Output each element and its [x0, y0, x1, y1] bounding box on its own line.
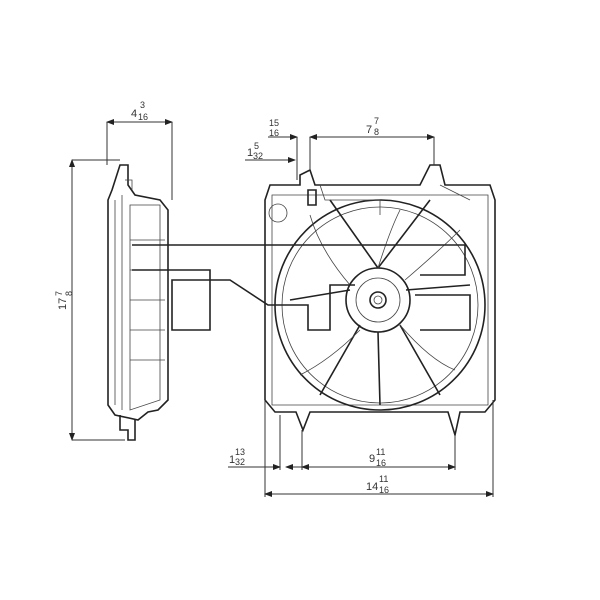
svg-text:1: 1 [247, 147, 253, 159]
dim-top-small: 1 5 32 [247, 141, 263, 161]
svg-text:11: 11 [376, 447, 385, 457]
dim-top-offset: 15 16 [269, 118, 279, 138]
svg-text:14: 14 [366, 481, 378, 493]
svg-text:16: 16 [376, 458, 386, 468]
svg-text:16: 16 [379, 485, 389, 495]
svg-text:16: 16 [269, 128, 279, 138]
dim-side-depth: 4 3 16 [131, 100, 148, 122]
svg-text:8: 8 [64, 291, 74, 296]
svg-text:16: 16 [138, 112, 148, 122]
section-line [132, 244, 471, 331]
svg-text:13: 13 [235, 447, 245, 457]
svg-text:7: 7 [374, 116, 379, 126]
svg-text:4: 4 [131, 108, 137, 120]
dim-mount-spacing-top: 7 7 8 [366, 116, 379, 137]
svg-text:11: 11 [379, 474, 388, 484]
svg-text:7: 7 [366, 124, 372, 136]
svg-text:3: 3 [140, 100, 145, 110]
svg-text:17: 17 [57, 298, 69, 310]
svg-text:32: 32 [253, 151, 263, 161]
svg-text:15: 15 [269, 118, 279, 128]
svg-text:32: 32 [235, 457, 245, 467]
dim-overall-width: 14 11 16 [366, 474, 389, 495]
svg-text:1: 1 [229, 454, 235, 466]
front-view [264, 164, 496, 439]
dim-bottom-small: 1 13 32 [229, 447, 245, 467]
dim-height: 17 7 8 [54, 291, 74, 310]
dim-mount-spacing-bottom: 9 11 16 [369, 447, 386, 468]
svg-text:5: 5 [254, 141, 259, 151]
side-view [107, 164, 169, 441]
svg-text:9: 9 [369, 453, 375, 465]
svg-text:7: 7 [54, 291, 64, 296]
svg-text:8: 8 [374, 127, 379, 137]
dimension-lines [69, 119, 494, 497]
